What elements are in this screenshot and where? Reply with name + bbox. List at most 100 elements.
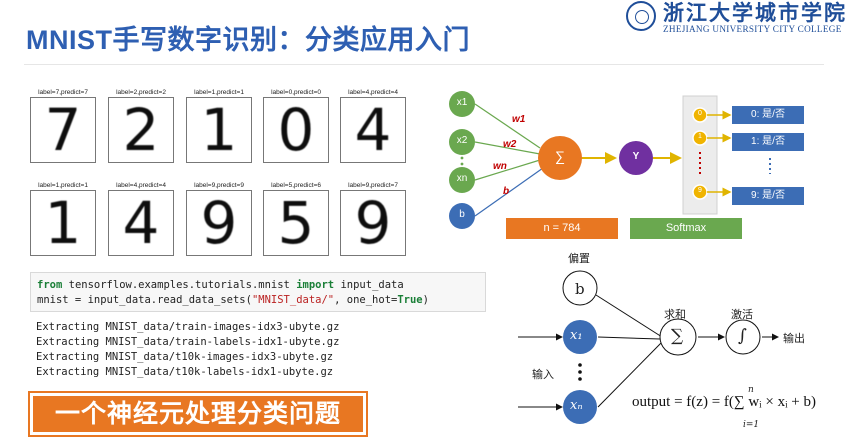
digit-image: 9 bbox=[340, 190, 406, 256]
output-line: Extracting MNIST_data/train-images-idx3-… bbox=[36, 321, 340, 333]
sum-node bbox=[538, 136, 582, 180]
sample-caption: label=1,predict=1 bbox=[194, 89, 244, 96]
sum-lower-limit: i=1 bbox=[743, 420, 760, 430]
sum-symbol: ∑ bbox=[555, 148, 565, 164]
input-caption: 输入 bbox=[532, 368, 554, 381]
x1-node-label: x₁ bbox=[570, 328, 583, 343]
xn-node-label: xₙ bbox=[570, 398, 583, 413]
sum-node-symbol: ∑ bbox=[671, 326, 684, 346]
weight-label-wn: wn bbox=[493, 161, 507, 172]
code-keyword-true: True bbox=[397, 294, 423, 306]
code-cell: from tensorflow.examples.tutorials.mnist… bbox=[30, 272, 486, 312]
neuron-formula: output = f(z) = f(∑ wᵢ × xᵢ + b) bbox=[632, 394, 816, 410]
bias-node bbox=[562, 270, 598, 306]
topic-banner: 一个神经元处理分类问题 bbox=[30, 393, 366, 435]
input-node-x1 bbox=[449, 91, 475, 117]
softmax-node-label-0: 0 bbox=[698, 110, 702, 117]
output-box-0: 0: 是/否 bbox=[732, 106, 804, 124]
handwritten-digit: 1 bbox=[44, 190, 82, 256]
handwritten-digit: 2 bbox=[122, 97, 160, 163]
digit-image: 4 bbox=[108, 190, 174, 256]
slide-title: MNIST手写数字识别：分类应用入门 bbox=[26, 25, 470, 55]
input-node-x2 bbox=[449, 129, 475, 155]
bias-label: b bbox=[459, 209, 465, 220]
code-text: ) bbox=[422, 294, 429, 306]
handwritten-digit: 1 bbox=[200, 97, 238, 163]
code-keyword-import: import bbox=[296, 279, 335, 291]
edge-x1-sum bbox=[597, 336, 661, 340]
digit-image: 5 bbox=[263, 190, 329, 256]
handwritten-digit: 4 bbox=[354, 97, 392, 163]
bias-node-label: b bbox=[575, 280, 585, 298]
handwritten-digit: 4 bbox=[122, 190, 160, 256]
ellipsis-dot bbox=[578, 370, 582, 374]
handwritten-digit: 7 bbox=[44, 97, 82, 163]
y-node bbox=[619, 141, 653, 175]
softmax-network-diagram bbox=[449, 91, 771, 229]
edge-bias-sum bbox=[595, 294, 663, 338]
code-text: mnist = input_data.read_data_sets( bbox=[37, 294, 252, 306]
digit-image: 7 bbox=[30, 97, 96, 163]
sum-upper-limit: n bbox=[748, 385, 754, 395]
sample-caption: label=2,predict=2 bbox=[116, 89, 166, 96]
softmax-node-label-9: 9 bbox=[698, 187, 702, 194]
title-divider bbox=[24, 64, 824, 65]
handwritten-digit: 5 bbox=[277, 190, 315, 256]
edge-xn-sum bbox=[597, 341, 663, 408]
logo-name-en: ZHEJIANG UNIVERSITY CITY COLLEGE bbox=[663, 24, 842, 34]
ellipsis-dot bbox=[460, 156, 464, 160]
ellipsis-dot bbox=[460, 162, 464, 166]
input-size-label: n = 784 bbox=[506, 218, 618, 239]
edge-w1 bbox=[474, 103, 541, 149]
sample-caption: label=9,predict=7 bbox=[348, 182, 398, 189]
weight-label-w2: w2 bbox=[503, 139, 517, 150]
logo-name-cn: 浙江大学城市学院 bbox=[663, 0, 847, 25]
digit-image: 4 bbox=[340, 97, 406, 163]
code-output: Extracting MNIST_data/train-images-idx3-… bbox=[36, 320, 339, 380]
output-line: Extracting MNIST_data/t10k-images-idx3-u… bbox=[36, 351, 334, 363]
input-node-xn bbox=[563, 390, 597, 424]
output-caption: 输出 bbox=[783, 332, 805, 345]
university-seal-icon bbox=[626, 1, 656, 31]
digit-image: 9 bbox=[186, 190, 252, 256]
input-node-x1 bbox=[563, 320, 597, 354]
sample-caption: label=7,predict=7 bbox=[38, 89, 88, 96]
code-string: "MNIST_data/" bbox=[251, 294, 335, 306]
sample-caption: label=1,predict=1 bbox=[38, 182, 88, 189]
edge-w2 bbox=[474, 141, 541, 155]
digit-image: 1 bbox=[30, 190, 96, 256]
code-text: tensorflow.examples.tutorials.mnist bbox=[62, 279, 297, 291]
activation-caption: 激活 bbox=[731, 308, 753, 321]
weight-label-b: b bbox=[503, 186, 510, 197]
digit-image: 1 bbox=[186, 97, 252, 163]
input-label-x1: x1 bbox=[456, 97, 468, 108]
edge-wn bbox=[474, 159, 541, 181]
sample-caption: label=4,predict=4 bbox=[116, 182, 166, 189]
code-text: input_data bbox=[334, 279, 404, 291]
edge-b bbox=[474, 167, 544, 217]
sum-caption: 求和 bbox=[664, 308, 686, 321]
handwritten-digit: 9 bbox=[200, 190, 238, 256]
handwritten-digit: 9 bbox=[354, 190, 392, 256]
bias-caption: 偏置 bbox=[568, 252, 590, 265]
input-node-xn bbox=[449, 167, 475, 193]
sample-caption: label=4,predict=4 bbox=[348, 89, 398, 96]
code-keyword-from: from bbox=[37, 279, 63, 291]
input-label-xn: xn bbox=[456, 173, 468, 184]
activation-node bbox=[725, 319, 761, 355]
ellipsis-dot bbox=[578, 363, 582, 367]
digit-image: 2 bbox=[108, 97, 174, 163]
bias-node bbox=[449, 203, 475, 229]
input-label-x2: x2 bbox=[456, 135, 468, 146]
sample-caption: label=9,predict=9 bbox=[194, 182, 244, 189]
sample-caption: label=0,predict=0 bbox=[271, 89, 321, 96]
